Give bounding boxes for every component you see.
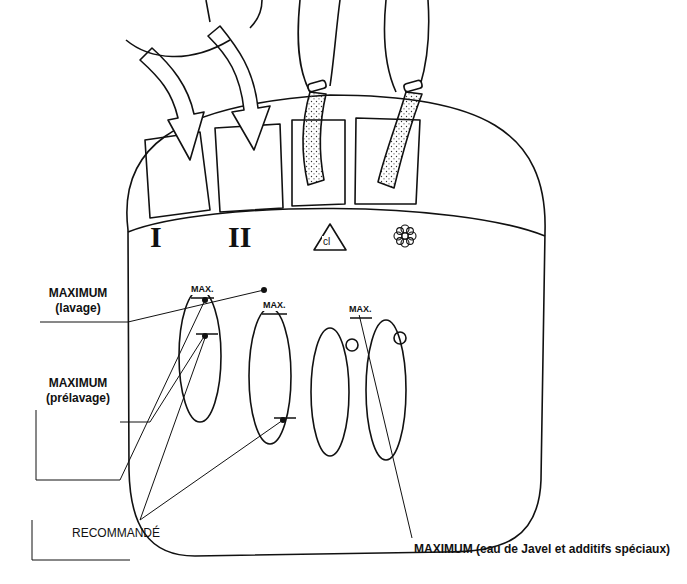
finger: [298, 0, 340, 92]
callout-label: MAXIMUM (prélavage): [36, 376, 120, 406]
indicator-hole: [346, 339, 358, 351]
drawer-body: [127, 95, 545, 556]
level-window: [311, 328, 349, 456]
max-mark-label: MAX.: [262, 300, 287, 311]
level-window: [249, 308, 291, 444]
max-mark-label: MAX.: [190, 284, 215, 295]
leader-dots: [202, 287, 361, 423]
softener-symbol: [394, 225, 416, 247]
siphon-brush: [303, 92, 326, 185]
compartment: [145, 132, 210, 218]
leader-lines: [32, 290, 412, 560]
callout-label: MAXIMUM (eau de Javel et additifs spécia…: [414, 542, 676, 557]
compartment-number: II: [228, 218, 251, 256]
recommended-mark: [196, 334, 296, 418]
level-window: [366, 320, 406, 460]
siphon-brush: [378, 92, 422, 188]
arrow-flap: [140, 48, 204, 160]
siphon-cap: [307, 80, 326, 92]
indicator-hole: [394, 332, 406, 344]
finger: [384, 0, 428, 92]
finger: [126, 0, 262, 57]
arrow-flap: [208, 26, 270, 150]
bleach-symbol: [314, 224, 346, 250]
bleach-letters: cl: [322, 236, 331, 249]
callout-label: MAXIMUM (lavage): [36, 286, 120, 316]
max-mark-label: MAX.: [348, 304, 373, 315]
compartment-number: I: [150, 218, 162, 256]
siphon-cap: [403, 80, 422, 92]
callout-label: RECOMMANDÉ: [72, 526, 160, 541]
